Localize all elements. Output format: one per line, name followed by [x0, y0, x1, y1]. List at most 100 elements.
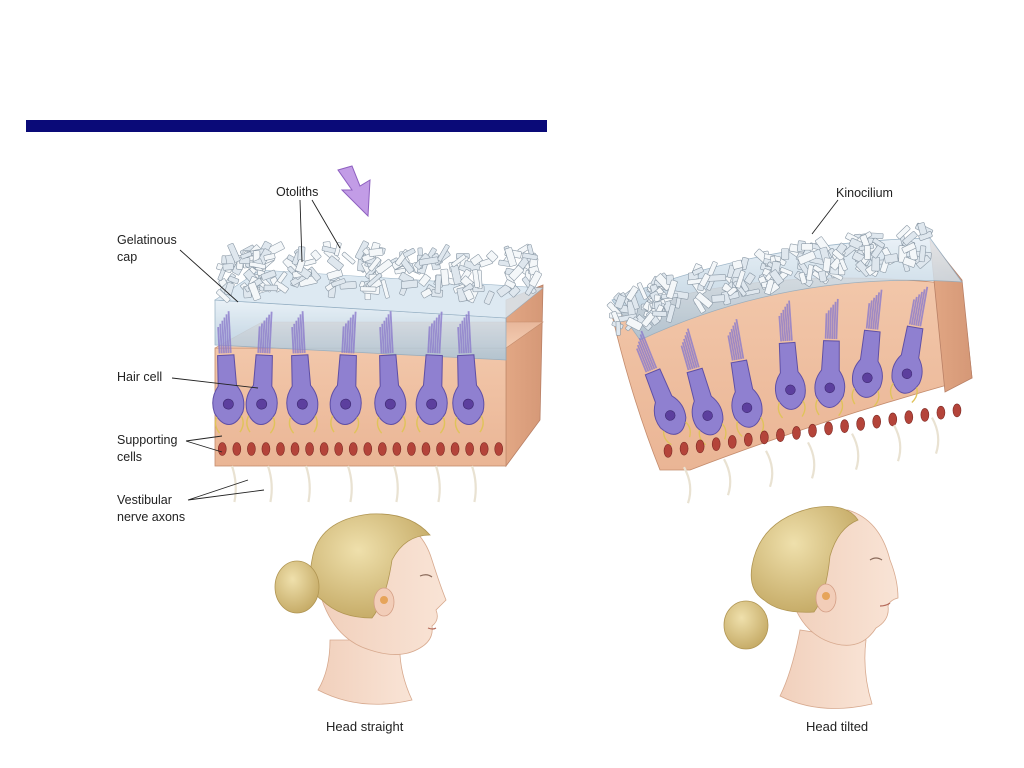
otolith-crystal — [695, 292, 713, 309]
nerve-axon — [434, 465, 441, 503]
nerve-axon — [266, 465, 273, 503]
otolith-crystal — [368, 257, 381, 272]
otolith-crystal — [380, 279, 390, 299]
support-cell-nucleus — [824, 421, 833, 436]
otolith-crystal — [310, 249, 322, 261]
otolith-crystal — [216, 289, 231, 303]
nerve-axon — [683, 466, 692, 504]
otolith-crystal — [327, 255, 344, 272]
hair-cell — [680, 328, 727, 446]
head-tilted-illustration — [723, 506, 899, 709]
otolith-crystal — [418, 273, 431, 287]
otolith-crystal — [806, 264, 814, 281]
otolith-crystal — [522, 252, 538, 261]
otolith-crystal — [872, 237, 886, 249]
otolith-crystal — [504, 247, 517, 267]
support-cell-nucleus — [479, 442, 489, 456]
nerve-axon — [304, 465, 311, 503]
otolith-crystal — [779, 267, 793, 276]
otolith-crystal — [692, 296, 706, 314]
caption-head-tilted: Head tilted — [806, 719, 868, 734]
label-kinocilium: Kinocilium — [836, 186, 893, 200]
support-cell-nucleus — [743, 432, 753, 447]
otolith-crystal — [614, 294, 627, 310]
otolith-crystal — [360, 286, 377, 292]
otolith-crystal — [263, 253, 276, 261]
otolith-crystal — [222, 263, 234, 271]
macula-block-tilted — [606, 222, 973, 504]
otolith-crystal — [375, 258, 393, 275]
macula-block-straight — [212, 240, 544, 503]
support-cell-nucleus — [663, 444, 673, 458]
hair-cell — [851, 289, 883, 407]
hair-cell — [329, 311, 362, 434]
support-cell-nucleus — [465, 442, 474, 456]
hair-cells-left — [212, 311, 504, 456]
hair-cell — [814, 298, 846, 417]
otolith-crystal — [366, 272, 383, 287]
otolith-crystal — [636, 282, 648, 300]
label-supporting-cells-line2: cells — [117, 450, 142, 464]
otolith-crystal — [917, 222, 928, 236]
support-cell-nucleus — [695, 439, 705, 454]
caption-head-straight: Head straight — [326, 719, 404, 734]
otolith-crystal — [334, 242, 342, 257]
label-gelatinous-cap-line2: cap — [117, 250, 137, 264]
support-cell-nucleus — [276, 442, 285, 456]
otolith-crystal — [735, 270, 746, 289]
otolith-crystal — [625, 316, 644, 332]
support-cell-nucleus — [407, 442, 416, 456]
otolith-crystal — [901, 242, 917, 254]
otolith-crystal — [368, 247, 384, 257]
otolith-crystal — [665, 304, 676, 323]
support-cell-nucleus — [952, 403, 962, 418]
support-cell-nucleus — [711, 437, 721, 451]
otolith-crystal — [247, 281, 262, 301]
support-cell-nucleus — [392, 442, 402, 456]
support-cell-nucleus — [247, 442, 256, 456]
otolith-crystal — [486, 250, 499, 263]
otolith-crystal — [731, 259, 743, 270]
support-cell-nucleus — [888, 412, 898, 427]
support-cell-nucleus — [436, 442, 445, 456]
otolith-crystal — [871, 256, 880, 272]
support-cell-nucleus — [319, 442, 329, 456]
otolith-crystal — [400, 279, 419, 289]
support-cell-nucleus — [421, 442, 431, 456]
otolith-crystal — [227, 275, 240, 285]
support-cell-nucleus — [378, 442, 387, 456]
support-cell-nucleus — [760, 430, 769, 445]
otolith-crystal — [273, 280, 289, 294]
hair-cell — [415, 311, 448, 434]
hair-cell — [245, 311, 278, 434]
label-hair-cell: Hair cell — [117, 370, 162, 384]
otolith-crystal — [504, 279, 516, 290]
nerve-axon — [470, 465, 477, 503]
otolith-crystal — [528, 270, 542, 288]
otolith-crystal — [727, 286, 738, 297]
nerve-axon — [931, 417, 940, 454]
support-cell-nucleus — [348, 442, 358, 456]
otolith-crystal — [822, 257, 832, 273]
label-vestibular-axons-line1: Vestibular — [117, 493, 172, 507]
otolith-crystal — [918, 245, 927, 263]
otolith-crystal — [896, 225, 911, 240]
support-cell-nucleus — [217, 442, 227, 456]
force-arrow — [337, 165, 371, 218]
nerve-axon — [851, 433, 860, 470]
support-cell-nucleus — [727, 435, 737, 449]
otolith-crystal — [666, 279, 678, 299]
otolith-crystal — [798, 271, 808, 285]
otolith-crystal — [707, 274, 727, 282]
nerve-axon — [723, 458, 732, 496]
otolith-crystal — [818, 270, 828, 283]
support-cell-nucleus — [792, 426, 801, 440]
support-cell-nucleus — [494, 442, 504, 456]
hair-cell — [212, 311, 245, 434]
otolith-crystal — [326, 269, 343, 281]
support-cell-nucleus — [232, 442, 242, 456]
otolith-crystal — [483, 290, 495, 305]
support-cell-nucleus — [808, 423, 817, 438]
otolith-crystal — [615, 320, 621, 336]
